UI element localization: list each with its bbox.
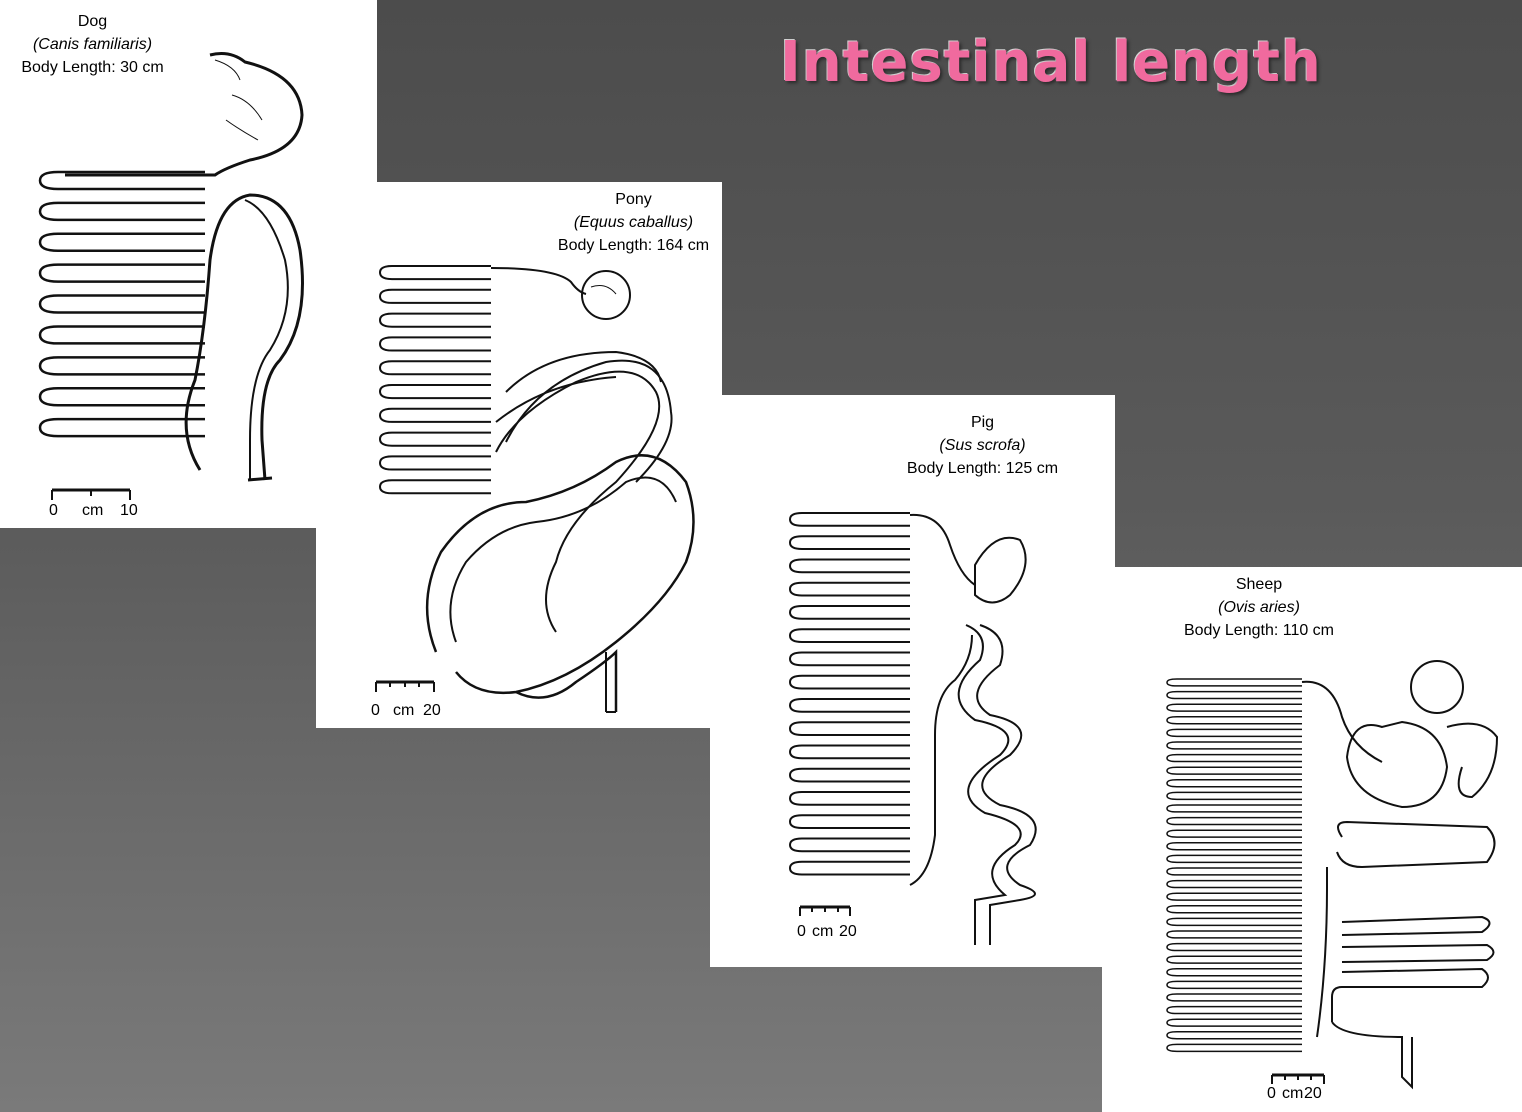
intestine-coil-loop [1167, 780, 1302, 787]
intestine-coil-loop [790, 769, 910, 782]
pony-scale-unit: cm [393, 702, 414, 720]
pig-scientific-name: (Sus scrofa) [900, 434, 1065, 457]
intestine-coil-loop [1167, 893, 1302, 900]
intestine-coil-loop [1167, 969, 1302, 976]
pig-body-length: Body Length: 125 cm [900, 457, 1065, 480]
intestine-coil-loop [380, 433, 491, 446]
intestine-coil-loop [790, 629, 910, 642]
dog-scale-max: 10 [120, 502, 138, 520]
intestine-coil-loop [1167, 767, 1302, 774]
intestine-coil-loop [380, 385, 491, 398]
intestine-coil-loop [1167, 994, 1302, 1001]
sheep-caption: Sheep (Ovis aries) Body Length: 110 cm [1174, 573, 1344, 642]
intestine-coil-loop [1167, 830, 1302, 837]
intestine-coil-loop [790, 792, 910, 805]
intestine-coil-loop [1167, 1032, 1302, 1039]
intestine-coil-loop [790, 653, 910, 666]
intestine-coil-loop [1167, 818, 1302, 825]
sheep-scale-max: 20 [1304, 1085, 1322, 1103]
intestine-coil-loop [40, 296, 205, 313]
intestine-coil-loop [380, 456, 491, 469]
intestine-coil-loop [1167, 704, 1302, 711]
intestine-coil-loop [790, 722, 910, 735]
pig-scale-min: 0 [797, 923, 806, 941]
intestine-coil-loop [1167, 729, 1302, 736]
intestine-coil-loop [790, 536, 910, 549]
intestine-coil-loop [1167, 906, 1302, 913]
intestine-coil-loop [40, 388, 205, 405]
dog-scientific-name: (Canis familiaris) [10, 33, 175, 56]
intestine-coil-loop [40, 203, 205, 220]
intestine-coil-loop [380, 361, 491, 374]
intestine-coil-loop [1167, 692, 1302, 699]
intestine-coil-loop [1167, 717, 1302, 724]
sheep-scale-min: 0 [1267, 1085, 1276, 1103]
pig-scale-max: 20 [839, 923, 857, 941]
intestine-coil-loop [790, 746, 910, 759]
intestine-coil-loop [1167, 918, 1302, 925]
pig-scale-unit: cm [812, 923, 833, 941]
pony-scale-max: 20 [423, 702, 441, 720]
intestine-coil-loop [40, 234, 205, 251]
intestine-coil-loop [1167, 805, 1302, 812]
intestine-coil-loop [1167, 981, 1302, 988]
intestine-coil-loop [1167, 944, 1302, 951]
sheep-name: Sheep [1174, 573, 1344, 596]
sheep-intestine-illustration [1102, 567, 1522, 1112]
pig-panel: Pig (Sus scrofa) Body Length: 125 cm 0 c… [710, 395, 1115, 967]
intestine-coil-loop [1167, 855, 1302, 862]
dog-name: Dog [10, 10, 175, 33]
intestine-coil-loop [1167, 742, 1302, 749]
pony-name: Pony [546, 188, 721, 211]
intestine-coil-loop [40, 326, 205, 343]
intestine-coil-loop [380, 314, 491, 327]
pig-caption: Pig (Sus scrofa) Body Length: 125 cm [900, 411, 1065, 480]
sheep-body-length: Body Length: 110 cm [1174, 619, 1344, 642]
pony-panel: Pony (Equus caballus) Body Length: 164 c… [316, 182, 722, 728]
sheep-panel: Sheep (Ovis aries) Body Length: 110 cm 0… [1102, 567, 1522, 1112]
slide-title: Intestinal length [780, 30, 1322, 95]
intestine-coil-loop [40, 265, 205, 282]
dog-body-length: Body Length: 30 cm [10, 56, 175, 79]
intestine-coil-loop [1167, 881, 1302, 888]
intestine-coil-loop [790, 839, 910, 852]
intestine-coil-loop [790, 583, 910, 596]
intestine-coil-loop [790, 699, 910, 712]
intestine-coil-loop [1167, 1044, 1302, 1051]
intestine-coil-loop [40, 419, 205, 436]
sheep-scientific-name: (Ovis aries) [1174, 596, 1344, 619]
intestine-coil-loop [1167, 868, 1302, 875]
pig-name: Pig [900, 411, 1065, 434]
pony-body-length: Body Length: 164 cm [546, 234, 721, 257]
pony-scientific-name: (Equus caballus) [546, 211, 721, 234]
sheep-scale-unit: cm [1282, 1085, 1303, 1103]
pony-intestine-illustration [316, 182, 722, 728]
intestine-coil-loop [1167, 843, 1302, 850]
intestine-coil-loop [790, 815, 910, 828]
pony-caption: Pony (Equus caballus) Body Length: 164 c… [546, 188, 721, 257]
intestine-coil-loop [380, 337, 491, 350]
dog-scale-unit: cm [82, 502, 103, 520]
intestine-coil-loop [790, 560, 910, 573]
intestine-coil-loop [380, 480, 491, 493]
intestine-coil-loop [380, 290, 491, 303]
pony-scale-min: 0 [371, 702, 380, 720]
intestine-coil-loop [1167, 956, 1302, 963]
intestine-coil-loop [1167, 1007, 1302, 1014]
intestine-coil-loop [1167, 679, 1302, 686]
intestine-coil-loop [380, 266, 491, 279]
intestine-coil-loop [1167, 755, 1302, 762]
dog-caption: Dog (Canis familiaris) Body Length: 30 c… [10, 10, 175, 79]
intestine-coil-loop [380, 409, 491, 422]
intestine-coil-loop [790, 606, 910, 619]
dog-scale-min: 0 [49, 502, 58, 520]
intestine-coil-loop [790, 676, 910, 689]
intestine-coil-loop [1167, 1019, 1302, 1026]
intestine-coil-loop [1167, 931, 1302, 938]
intestine-coil-loop [790, 513, 910, 526]
intestine-coil-loop [1167, 792, 1302, 799]
pig-intestine-illustration [710, 395, 1115, 967]
intestine-coil-loop [790, 862, 910, 875]
intestine-coil-loop [40, 357, 205, 374]
